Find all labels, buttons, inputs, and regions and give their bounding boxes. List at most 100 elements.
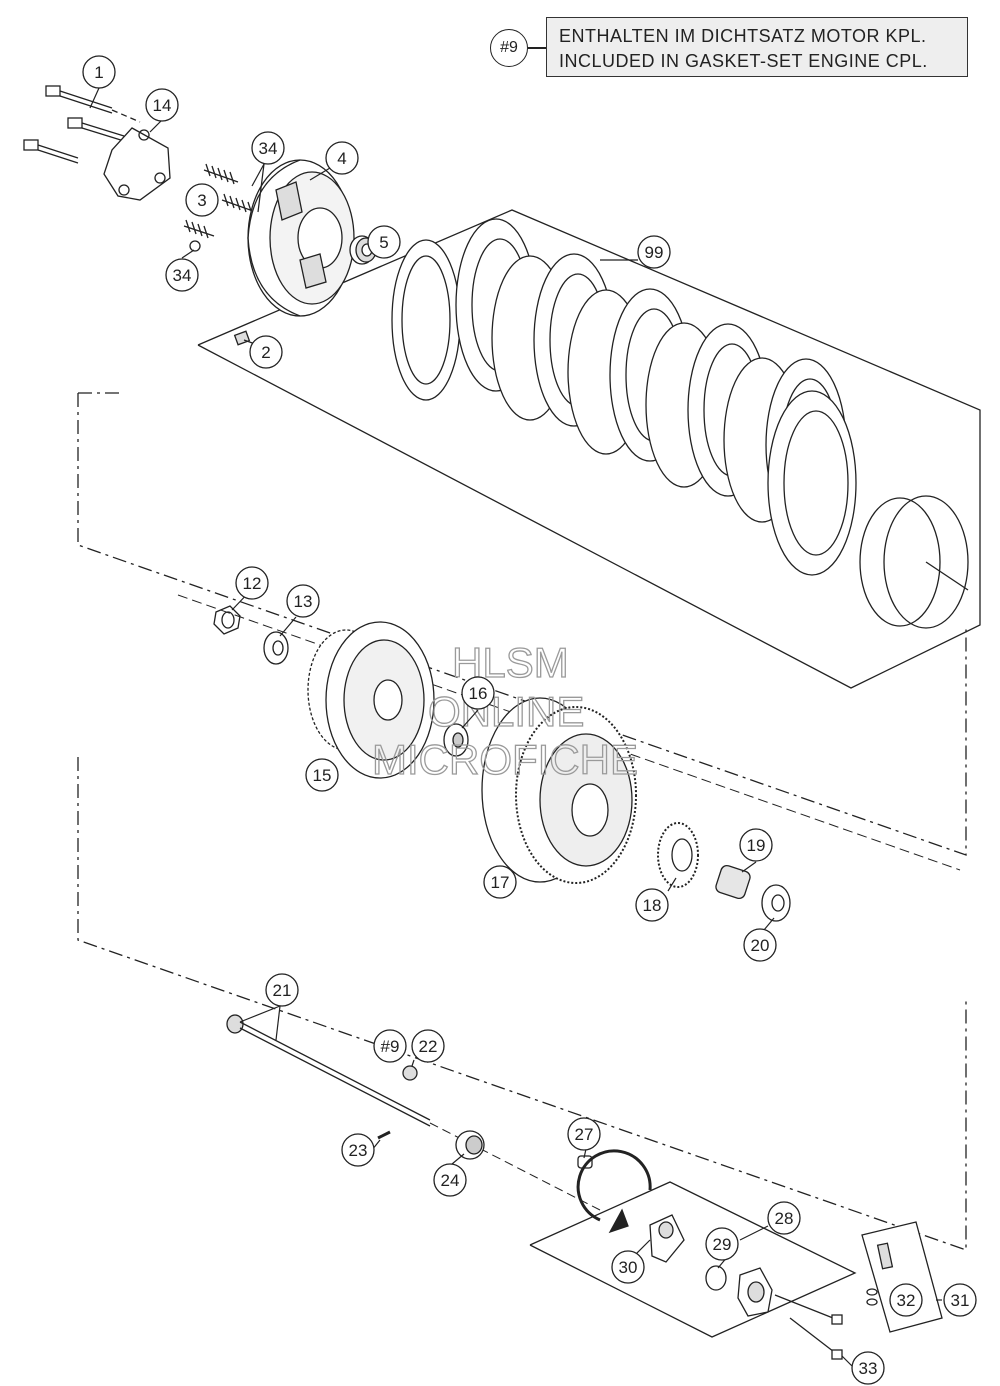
callout-circle <box>145 88 179 122</box>
dashed-frame-upper <box>77 392 967 856</box>
callout-c27: 27 <box>567 1117 601 1151</box>
callout-label: 34 <box>259 139 278 158</box>
callout-c18: 18 <box>635 888 669 922</box>
callout-label: 13 <box>294 592 313 611</box>
callout-circle <box>637 235 671 269</box>
callout-c17: 17 <box>483 865 517 899</box>
pressure-plate <box>247 159 355 317</box>
callout-circle <box>305 758 339 792</box>
plate-group-frame <box>197 209 981 689</box>
release-piston <box>455 1130 485 1160</box>
callout-c1: 1 <box>82 55 116 89</box>
gasket-set-legend: ENTHALTEN IM DICHTSATZ MOTOR KPL. INCLUD… <box>546 17 968 77</box>
callout-circle <box>367 225 401 259</box>
rotation-arrow <box>576 1149 652 1222</box>
callout-label: 12 <box>243 574 262 593</box>
slave-cylinder-piston <box>649 1214 685 1263</box>
callout-circle <box>411 1029 445 1063</box>
callout-c4: 4 <box>325 141 359 175</box>
callout-c3: 3 <box>185 183 219 217</box>
callout-c20: 20 <box>743 928 777 962</box>
callout-label: 31 <box>951 1291 970 1310</box>
callout-label: 22 <box>419 1037 438 1056</box>
callout-circle <box>743 928 777 962</box>
callout-circle <box>165 258 199 292</box>
seal-ring <box>402 1065 418 1081</box>
callout-c15: 15 <box>305 758 339 792</box>
callout-c29: 29 <box>705 1227 739 1261</box>
callout-circle <box>851 1351 885 1385</box>
callout-circle <box>739 828 773 862</box>
callout-c5: 5 <box>367 225 401 259</box>
callout-label: 21 <box>273 981 292 1000</box>
needle-bearing <box>715 864 751 900</box>
callout-c31: 31 <box>943 1283 977 1317</box>
callout-circle <box>767 1201 801 1235</box>
callout-circle <box>635 888 669 922</box>
callout-circle <box>286 584 320 618</box>
legend-line-de: ENTHALTEN IM DICHTSATZ MOTOR KPL. <box>559 26 927 46</box>
callout-c33: 33 <box>851 1351 885 1385</box>
clutch-plate-stack <box>391 218 857 576</box>
clutch-springs <box>183 163 261 252</box>
gear-washer <box>761 884 791 922</box>
callout-label: 23 <box>349 1141 368 1160</box>
callout-circle <box>705 1227 739 1261</box>
callout-circle <box>235 566 269 600</box>
callout-label: 1 <box>94 63 103 82</box>
callout-circle <box>567 1117 601 1151</box>
callout-circle <box>265 973 299 1007</box>
watermark-line-2: ONLINE <box>428 688 584 735</box>
callout-label: #9 <box>381 1037 400 1056</box>
callout-circle <box>461 676 495 710</box>
callout-circle <box>611 1250 645 1284</box>
callout-circle <box>185 183 219 217</box>
callout-circle <box>82 55 116 89</box>
watermark-line-3: MICROFICHE <box>372 736 638 783</box>
callout-c16: 16 <box>461 676 495 710</box>
callout-c34b: 34 <box>165 258 199 292</box>
bolts-group <box>23 85 141 164</box>
o-ring <box>705 1265 727 1291</box>
rotation-arrowhead <box>608 1208 629 1234</box>
callout-label: 32 <box>897 1291 916 1310</box>
callout-label: 27 <box>575 1125 594 1144</box>
callout-circle <box>251 131 285 165</box>
release-cover-plate <box>103 127 171 201</box>
callout-c21: 21 <box>265 973 299 1007</box>
dowel-pin <box>377 1130 391 1140</box>
thrust-washer <box>443 723 469 757</box>
callout-label: 33 <box>859 1359 878 1378</box>
callout-label: 29 <box>713 1235 732 1254</box>
callout-circle <box>433 1163 467 1197</box>
callout-c24: 24 <box>433 1163 467 1197</box>
callout-label: 19 <box>747 836 766 855</box>
callout-label: 2 <box>261 343 270 362</box>
inner-clutch-hub <box>307 621 435 779</box>
callout-label: 14 <box>153 96 172 115</box>
callout-c2: 2 <box>249 335 283 369</box>
slave-cylinder-housing <box>737 1267 773 1317</box>
callout-c28: 28 <box>767 1201 801 1235</box>
callout-label: 30 <box>619 1258 638 1277</box>
callout-label: 28 <box>775 1209 794 1228</box>
callout-circle <box>373 1029 407 1063</box>
callout-label: 99 <box>645 243 664 262</box>
callout-c32: 32 <box>889 1283 923 1317</box>
callout-c23: 23 <box>341 1133 375 1167</box>
callout-circle <box>341 1133 375 1167</box>
callout-label: 4 <box>337 149 346 168</box>
primary-gear <box>657 822 699 888</box>
dashed-frame-lower <box>77 757 967 1251</box>
housing-bolts <box>774 1294 843 1360</box>
callout-label: 18 <box>643 896 662 915</box>
callout-label: 34 <box>173 266 192 285</box>
pin-part <box>233 330 251 346</box>
callout-label: 3 <box>197 191 206 210</box>
callout-c19: 19 <box>739 828 773 862</box>
callout-c12: 12 <box>235 566 269 600</box>
callout-c14: 14 <box>145 88 179 122</box>
callout-circle <box>249 335 283 369</box>
callout-circle <box>325 141 359 175</box>
slave-cylinder-frame <box>529 1181 857 1338</box>
